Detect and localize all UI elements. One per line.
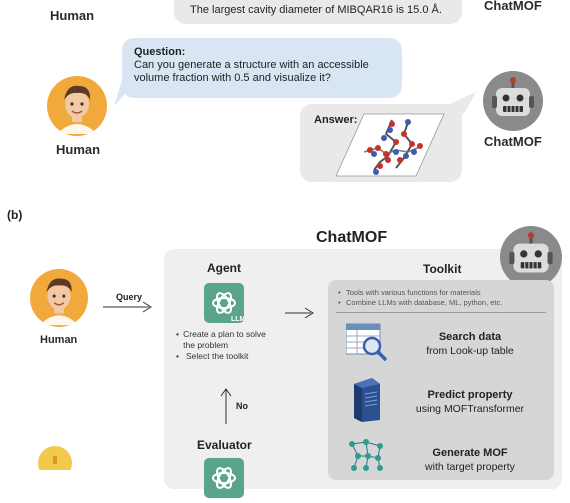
agent-to-toolkit-arrow: [285, 306, 315, 324]
chatmof-robot-icon: [500, 226, 562, 293]
toolkit-divider: [336, 312, 546, 313]
mof-structure-image: [334, 112, 446, 183]
query-label: Query: [116, 292, 143, 302]
chatmof-robot-avatar: [483, 71, 543, 136]
tool-predict-title: Predict property: [427, 389, 513, 401]
human-label-b: Human: [40, 334, 78, 346]
agent-llm-icon: LLM: [204, 283, 246, 328]
evaluator-to-agent-arrow: [220, 388, 232, 429]
evaluator-title: Evaluator: [197, 438, 252, 452]
table-search-icon: [345, 322, 388, 367]
tool-predict-sub: using MOFTransformer: [415, 403, 525, 415]
toolkit-title: Toolkit: [423, 262, 462, 276]
human-label-top: Human: [50, 8, 95, 23]
agent-bullets: •Create a plan to solve the problem •Sel…: [176, 329, 276, 362]
answer-text-top: The largest cavity diameter of MIBQAR16 …: [190, 4, 442, 16]
server-icon: [350, 378, 384, 427]
human-avatar: [47, 76, 107, 141]
agent-title: Agent: [207, 261, 241, 275]
evaluator-llm-icon: [204, 458, 244, 503]
human-avatar-b: [30, 269, 88, 332]
human-label: Human: [56, 142, 101, 157]
question-title: Question:: [134, 46, 186, 58]
answer-title: Answer:: [314, 114, 358, 126]
tool-generate-title: Generate MOF: [432, 447, 508, 459]
toolkit-notes: •Tools with various functions for materi…: [338, 288, 503, 307]
chatmof-label-top: ChatMOF: [484, 0, 542, 13]
question-bubble: [122, 38, 402, 98]
answer-bubble-tail: [450, 92, 476, 121]
agent-bullet-2: Select the toolkit: [186, 351, 249, 361]
human-avatar-top: [52, 0, 102, 6]
panel-b-label: (b): [7, 208, 23, 222]
svg-text:LLM: LLM: [231, 316, 244, 323]
tool-generate-sub: with target property: [425, 461, 515, 473]
network-icon: [346, 438, 388, 477]
tool-search-title: Search data: [438, 331, 502, 343]
query-arrow: [103, 300, 153, 318]
chatmof-title: ChatMOF: [316, 229, 388, 246]
answer-bubble-top: [174, 0, 462, 24]
tool-search-sub: from Look-up table: [426, 345, 514, 357]
agent-bullet-1: Create a plan to solve the problem: [183, 329, 266, 350]
lightbulb-icon: [38, 446, 72, 480]
question-text: Can you generate a structure with an acc…: [134, 59, 369, 84]
toolkit-note-2: Combine LLMs with database, ML, python, …: [346, 298, 503, 307]
toolkit-panel: [328, 280, 554, 480]
toolkit-note-1: Tools with various functions for materia…: [346, 288, 481, 297]
question-bubble-tail: [114, 80, 138, 111]
chatmof-label: ChatMOF: [484, 134, 542, 149]
no-label: No: [236, 401, 248, 411]
